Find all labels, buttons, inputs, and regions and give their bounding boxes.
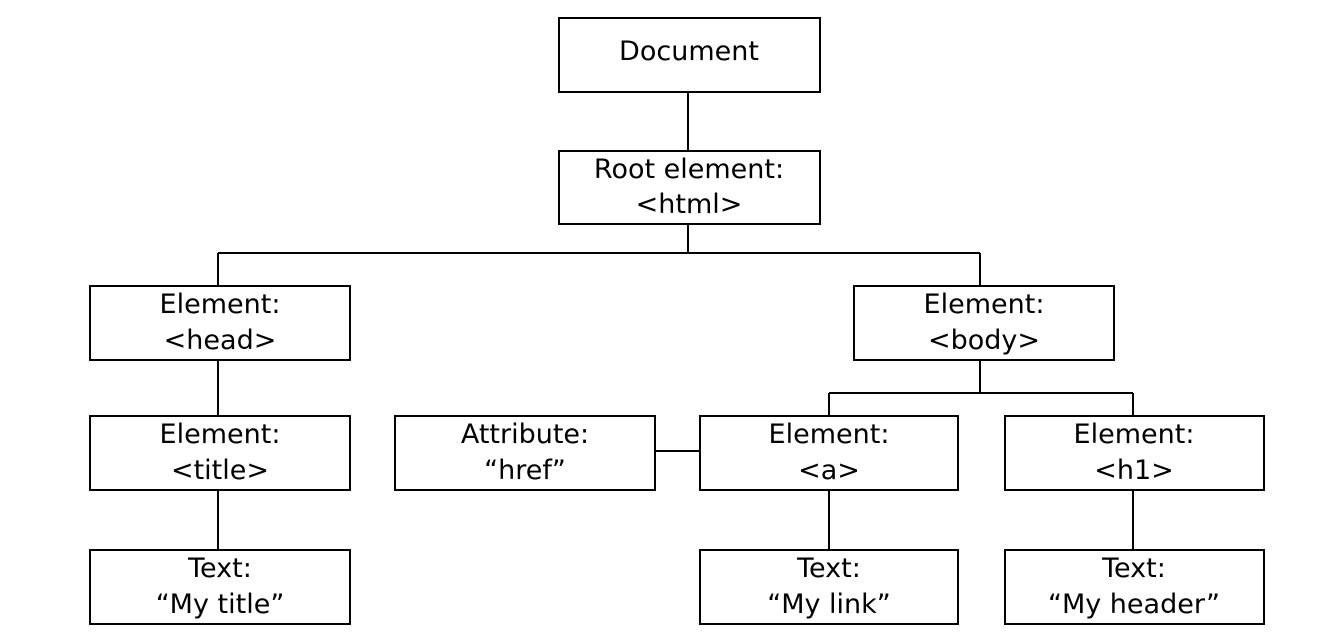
node-h1-line1: Element: [1074, 419, 1195, 450]
node-text-title-line1: Text: [187, 553, 252, 584]
node-a: Element: <a> [699, 415, 959, 491]
node-text-my-link: Text: “My link” [699, 549, 959, 625]
connectors [217, 92, 1134, 550]
node-text-header-line1: Text: [1101, 553, 1166, 584]
node-title-line2: <title> [171, 455, 269, 486]
node-head: Element: <head> [89, 285, 351, 361]
node-attribute-href: Attribute: “href” [394, 415, 656, 491]
node-root-line2: <html> [636, 189, 743, 220]
node-href-line2: “href” [484, 455, 566, 486]
node-h1-line2: <h1> [1094, 455, 1174, 486]
node-text-my-header: Text: “My header” [1004, 549, 1265, 625]
node-document: Document [558, 17, 821, 93]
node-href-line1: Attribute: [461, 419, 589, 450]
node-body: Element: <body> [853, 285, 1115, 361]
node-root-line1: Root element: [594, 154, 784, 185]
node-h1: Element: <h1> [1004, 415, 1265, 491]
node-text-title-line2: “My title” [156, 589, 285, 620]
node-body-line2: <body> [928, 325, 1040, 356]
node-title: Element: <title> [89, 415, 351, 491]
node-head-line2: <head> [164, 325, 277, 356]
node-body-line1: Element: [924, 289, 1045, 320]
node-a-line1: Element: [769, 419, 890, 450]
node-text-link-line2: “My link” [767, 589, 891, 620]
node-text-my-title: Text: “My title” [89, 549, 351, 625]
node-document-label: Document [619, 36, 759, 67]
node-text-header-line2: “My header” [1048, 589, 1220, 620]
node-root-html: Root element: <html> [558, 150, 821, 225]
node-a-line2: <a> [798, 455, 860, 486]
node-head-line1: Element: [160, 289, 281, 320]
node-text-link-line1: Text: [796, 553, 861, 584]
node-title-line1: Element: [160, 419, 281, 450]
